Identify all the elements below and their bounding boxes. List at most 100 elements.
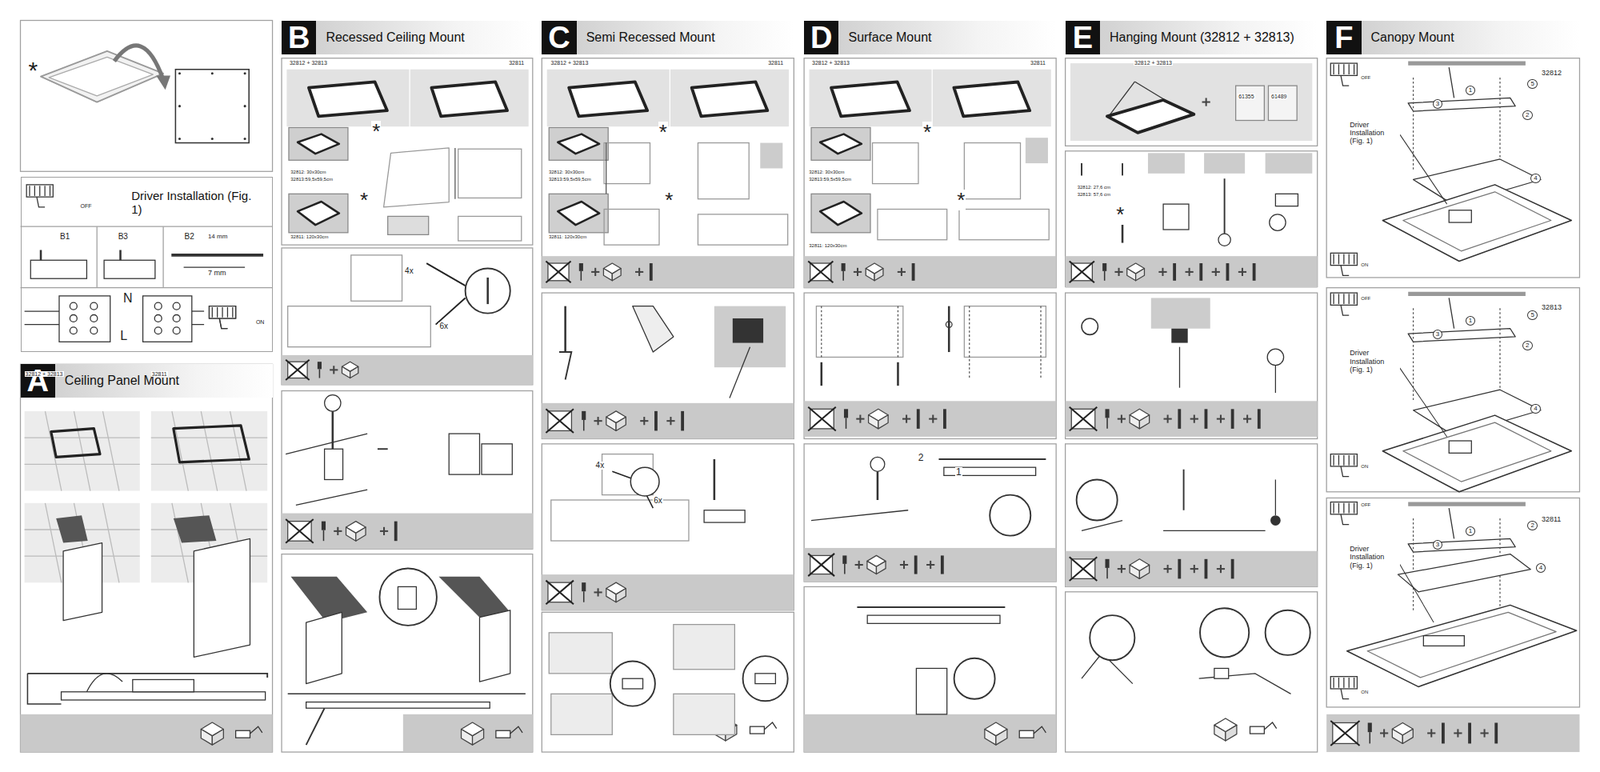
cable xyxy=(1448,67,1454,98)
panel-outline xyxy=(297,134,340,154)
panel-outline xyxy=(1107,100,1194,133)
hand-outline xyxy=(1340,75,1349,86)
mounting-bracket xyxy=(1408,538,1516,552)
driver-cable xyxy=(510,726,523,734)
screw xyxy=(820,362,824,386)
wire-stripe xyxy=(227,307,228,318)
section-title: Hanging Mount (32812 + 32813) xyxy=(1100,20,1295,55)
part-label: * xyxy=(664,189,674,211)
drill-mark xyxy=(1080,163,1083,176)
part-label: 32812: 30x30cm xyxy=(289,169,327,175)
magnifier xyxy=(743,656,788,701)
part-icon xyxy=(943,408,947,429)
cross-line xyxy=(808,553,835,576)
wire xyxy=(192,310,204,312)
grid-line xyxy=(24,464,140,465)
circle xyxy=(178,104,181,108)
box-icon xyxy=(984,728,996,745)
section-letter: D xyxy=(804,20,839,55)
cable xyxy=(1275,479,1276,516)
driver-unit xyxy=(1423,636,1464,647)
part-label: 32811: 120x30cm xyxy=(808,243,848,248)
part-label: 4x xyxy=(404,267,415,276)
cable xyxy=(184,267,246,268)
cross-line xyxy=(545,260,571,283)
ceiling-section xyxy=(288,693,526,696)
drill-template xyxy=(288,306,432,348)
panel-frame xyxy=(281,391,533,550)
driver-cable xyxy=(1264,722,1276,730)
panel-front xyxy=(175,69,249,144)
wire-stripe xyxy=(1332,677,1334,688)
cutout-outline xyxy=(877,208,948,240)
section-letter: A xyxy=(20,364,56,398)
cross-line xyxy=(545,580,574,605)
cross-line xyxy=(808,260,833,283)
driver-icon xyxy=(1250,726,1265,734)
plus-symbol xyxy=(594,268,596,276)
box-icon xyxy=(1136,268,1145,281)
circle xyxy=(211,137,214,140)
wire-stripe xyxy=(1343,254,1344,265)
figure-reference: Driver Installation (Fig. 1) xyxy=(1348,544,1400,570)
cutout-outline xyxy=(964,143,1020,200)
ceiling-section xyxy=(938,458,1046,460)
packaging-tray xyxy=(40,51,164,103)
part-label: 32811 xyxy=(1540,516,1562,524)
box-icon xyxy=(878,415,888,429)
cable xyxy=(1179,347,1180,388)
wire-stripe xyxy=(221,307,223,318)
panel-sheet xyxy=(63,543,102,621)
wire-stripe xyxy=(216,307,218,318)
panel-section xyxy=(306,702,491,709)
box-icon xyxy=(996,728,1008,745)
callout-number: 2 xyxy=(1522,340,1532,351)
rotate-arrow xyxy=(114,45,164,80)
wire-stripe xyxy=(1348,254,1350,265)
grid-line xyxy=(103,503,120,583)
section-header: FCanopy Mount xyxy=(1326,20,1580,55)
cutout-outline xyxy=(384,148,450,208)
hand-outline xyxy=(36,196,45,208)
plus-symbol xyxy=(903,560,905,569)
screw xyxy=(948,306,951,352)
section-header: DSurface Mount xyxy=(804,20,1056,55)
box-icon xyxy=(472,728,484,745)
callout-number: 2 xyxy=(1527,520,1537,531)
wire-stripe xyxy=(28,185,30,196)
panel-outline xyxy=(692,81,768,116)
cable xyxy=(1448,297,1454,328)
wire-stripe xyxy=(221,307,223,318)
driver-icon xyxy=(750,726,765,734)
ceiling-surface xyxy=(548,632,612,674)
tool-bar xyxy=(281,513,533,550)
plus-symbol xyxy=(1167,564,1169,573)
part-label: 32812: 30x30cm xyxy=(808,169,845,175)
circle xyxy=(244,72,247,75)
magnifier xyxy=(1200,608,1249,657)
box-icon xyxy=(1214,724,1226,741)
part-label: 14 mm xyxy=(207,233,228,240)
cable-connector xyxy=(1214,668,1229,679)
panel-edge xyxy=(811,510,908,521)
wire-icon xyxy=(1330,292,1357,305)
driver-unit xyxy=(104,260,156,279)
wire-stripe xyxy=(44,185,45,196)
ceiling-section xyxy=(27,673,268,678)
leader-line xyxy=(1397,561,1434,624)
circle xyxy=(172,327,180,335)
wire-stripe xyxy=(212,307,213,318)
screwdriver-icon xyxy=(321,521,326,531)
dimension-line xyxy=(605,143,607,195)
step-arrow xyxy=(377,448,388,450)
box-icon xyxy=(200,728,212,745)
instruction-panel: Driver Installation (Fig. 1) xyxy=(20,176,273,352)
cutout-outline xyxy=(458,148,522,198)
parts-bag xyxy=(1268,85,1297,120)
cross-line xyxy=(545,408,574,433)
mounting-bracket xyxy=(622,678,644,689)
panel-frame xyxy=(1326,288,1580,492)
part-label: ON xyxy=(1360,689,1369,695)
circle xyxy=(90,327,98,335)
drill-template xyxy=(816,306,903,358)
